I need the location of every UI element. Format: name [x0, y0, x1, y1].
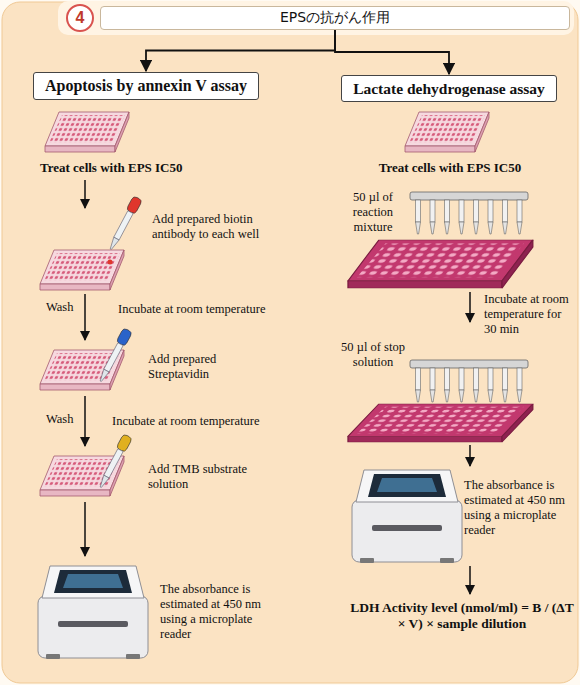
multichannel-pipette — [410, 192, 528, 234]
dropper — [106, 196, 142, 252]
step-arrow — [84, 294, 86, 340]
dropper — [96, 328, 132, 384]
step-text: Wash — [46, 412, 80, 427]
step-text: Add prepared biotin antibody to each wel… — [152, 212, 284, 242]
title-box: EPSの抗がん作用 — [100, 6, 570, 30]
step-text: Add prepared Streptavidin — [148, 352, 273, 382]
well-plate — [405, 112, 489, 152]
step-text: LDH Activity level (nmol/ml) = B / (ΔT ×… — [348, 600, 576, 632]
microplate-reader — [38, 566, 148, 659]
step-arrow — [84, 396, 86, 446]
connector-arrow — [335, 30, 449, 74]
multichannel-pipette — [410, 360, 528, 402]
header-box: Lactate dehydrogenase assay — [341, 75, 557, 102]
step-text: Add TMB substrate solution — [148, 462, 278, 492]
step-text: Incubate at room temperature for 30 min — [484, 292, 576, 337]
dropper — [96, 434, 132, 490]
step-text: Treat cells with EPS IC50 — [40, 160, 270, 176]
well-plate — [348, 404, 533, 442]
step-text: Incubate at room temperature — [118, 302, 268, 317]
step-arrow — [469, 566, 471, 594]
node-text: EPSの抗がん作用 — [280, 9, 390, 27]
step-text: The absorbance is estimated at 450 nm us… — [160, 582, 285, 642]
step-text: 50 µl of reaction mixture — [338, 190, 408, 235]
step-arrow — [469, 445, 471, 466]
node-text: Apoptosis by annexin V assay — [45, 77, 247, 95]
well-plate — [40, 250, 124, 290]
step-arrow — [84, 502, 86, 556]
microplate-reader — [352, 470, 462, 563]
number-circle: 4 — [66, 4, 94, 32]
title-band — [58, 1, 574, 35]
step-text: Incubate at room temperature — [112, 414, 262, 429]
step-text: Wash — [46, 300, 80, 315]
step-text: 50 µl of stop solution — [336, 340, 410, 370]
header-box: Apoptosis by annexin V assay — [33, 72, 259, 100]
step-arrow — [469, 292, 471, 322]
drop — [108, 260, 113, 265]
well-plate — [45, 112, 129, 152]
node-text: 4 — [76, 9, 85, 27]
step-text: Treat cells with EPS IC50 — [330, 160, 570, 176]
node-text: Lactate dehydrogenase assay — [353, 80, 545, 98]
step-arrow — [84, 180, 86, 208]
well-plate — [348, 240, 533, 288]
step-text: The absorbance is estimated at 450 nm us… — [464, 478, 574, 538]
connector-arrow — [146, 30, 335, 71]
